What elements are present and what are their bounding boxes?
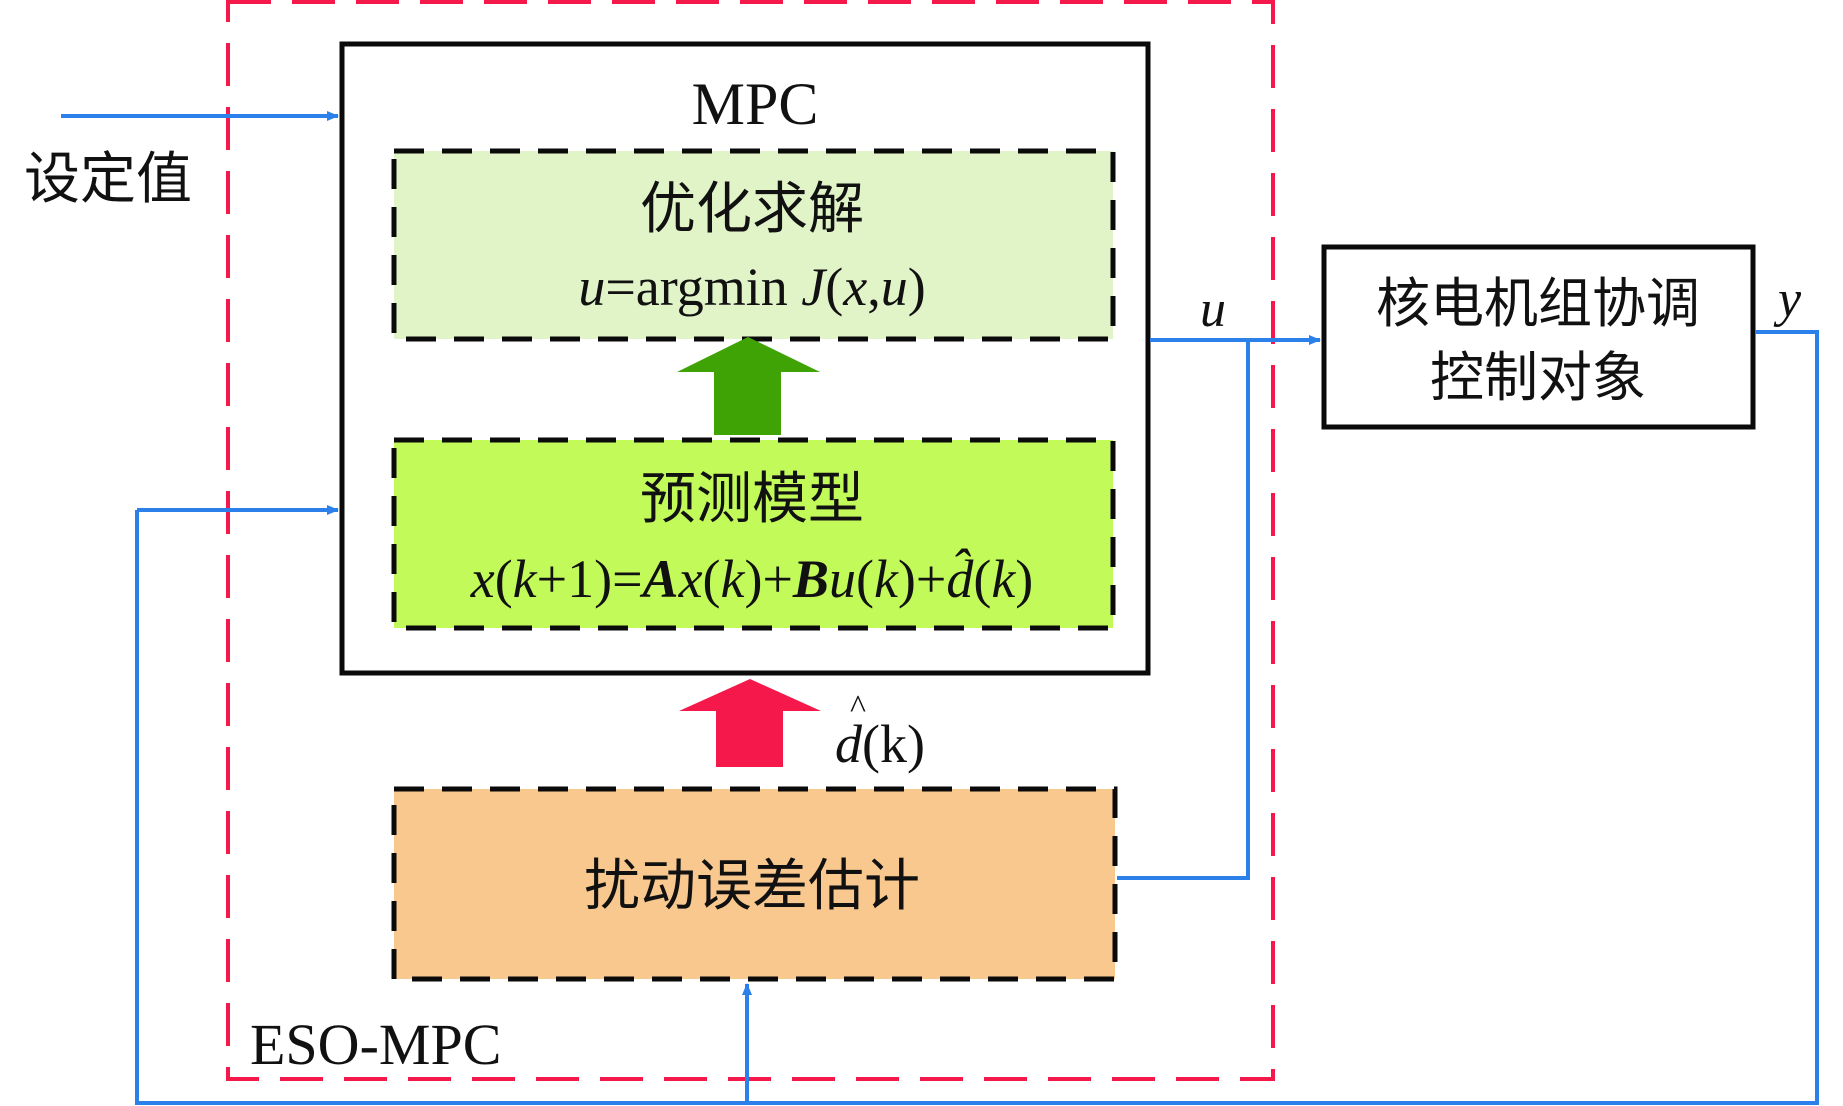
- optimization-formula: u=argmin J(x,u): [578, 257, 925, 317]
- formula-J: J: [801, 257, 828, 317]
- formula-part: x: [678, 549, 703, 609]
- control-to-estimator-line: [1117, 340, 1250, 880]
- optimization-title: 优化求解: [640, 177, 864, 242]
- prediction-model-title: 预测模型: [640, 467, 864, 532]
- disturbance-estimator-title: 扰动误差估计: [584, 854, 920, 919]
- setpoint-label: 设定值: [24, 147, 192, 212]
- prediction-model-block: [391, 437, 1116, 631]
- mpc-title: MPC: [692, 71, 819, 137]
- formula-part: (: [856, 549, 874, 609]
- estimate-to-mpc-arrow: [679, 679, 821, 767]
- formula-u2: u: [881, 257, 908, 317]
- formula-part: +1)=: [537, 549, 643, 609]
- prediction-to-optimization-arrow: [677, 337, 820, 435]
- formula-paren-open: (: [825, 257, 843, 317]
- control-signal-label: u: [1200, 281, 1226, 338]
- eso-mpc-label: ESO-MPC: [250, 1012, 501, 1077]
- formula-part: )+: [898, 549, 946, 609]
- plant-block: [1321, 244, 1756, 430]
- formula-part: d̂: [946, 547, 974, 609]
- formula-part: k: [991, 549, 1016, 609]
- formula-u: u: [578, 257, 605, 317]
- formula-paren-close: ): [908, 257, 926, 317]
- formula-part: (: [973, 549, 991, 609]
- formula-part: (: [495, 549, 513, 609]
- formula-argmin: =argmin: [605, 257, 801, 317]
- formula-part: B: [792, 549, 829, 609]
- formula-part: )+: [744, 549, 792, 609]
- formula-part: x: [470, 549, 495, 609]
- formula-part: k: [513, 549, 538, 609]
- formula-part: (: [703, 549, 721, 609]
- output-feedback-line: [135, 330, 1819, 1105]
- formula-x: x: [842, 257, 867, 317]
- formula-part: ): [1015, 549, 1033, 609]
- d-symbol: d: [835, 714, 863, 774]
- formula-part: k: [721, 549, 746, 609]
- disturbance-estimate-label: d(k): [835, 714, 925, 774]
- formula-part: u: [829, 549, 856, 609]
- formula-part: k: [874, 549, 899, 609]
- hat-accent: ^: [850, 689, 866, 726]
- prediction-model-formula: x(k+1)=Ax(k)+Bu(k)+d̂(k): [470, 547, 1034, 609]
- disturbance-estimator-block: [391, 786, 1118, 982]
- formula-part: A: [640, 549, 679, 609]
- plant-title-line1: 核电机组协调: [1376, 272, 1700, 335]
- d-args: (k): [862, 714, 925, 774]
- formula-comma: ,: [867, 257, 881, 317]
- output-signal-label: y: [1773, 271, 1802, 328]
- optimization-block: [391, 148, 1116, 342]
- eso-mpc-boundary: [226, 0, 1275, 1081]
- plant-title-line2: 控制对象: [1430, 346, 1646, 409]
